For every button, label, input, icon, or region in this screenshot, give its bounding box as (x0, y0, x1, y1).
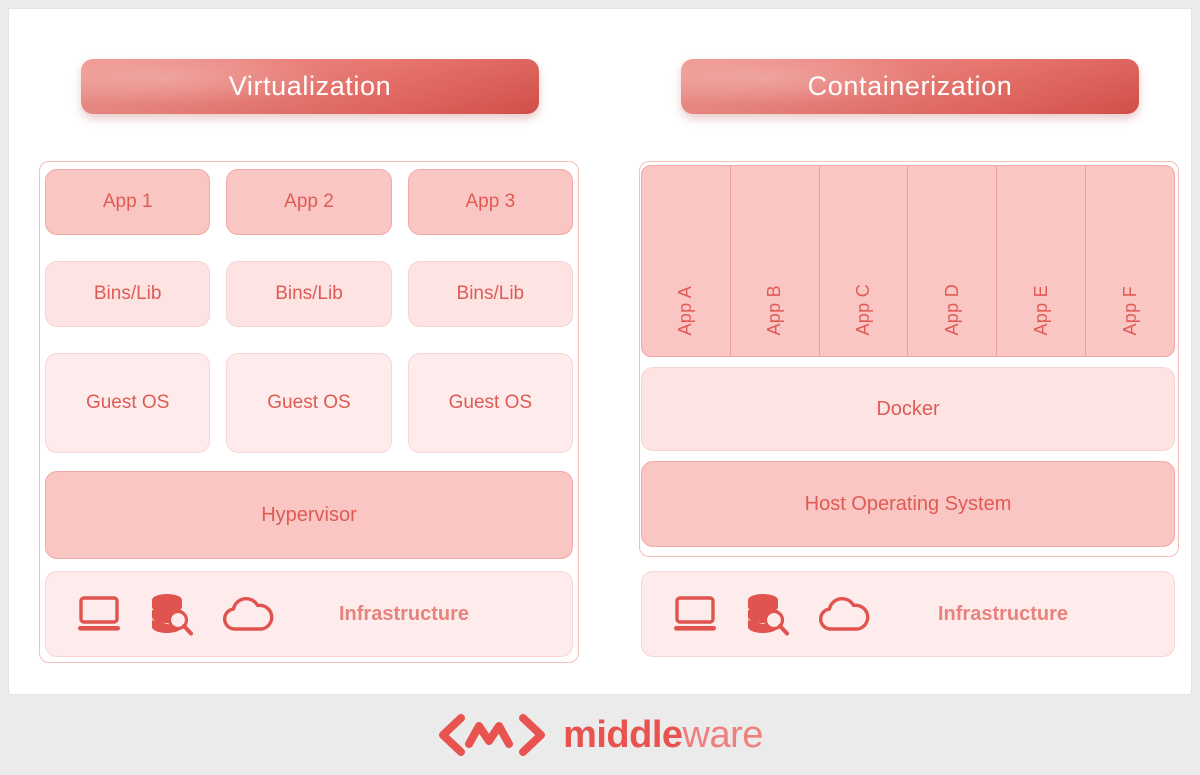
virtualization-header: Virtualization (81, 59, 539, 114)
cloud-icon (816, 594, 872, 634)
app-cell-label: App B (764, 285, 785, 336)
virtualization-header-label: Virtualization (228, 71, 392, 101)
virtualization-guestos-row: Guest OS Guest OS Guest OS (45, 353, 573, 453)
app-cell: App D (908, 166, 998, 356)
app-cell: App C (820, 166, 909, 356)
app-cell-label: App C (853, 284, 874, 336)
docker-box: Docker (641, 367, 1175, 451)
hypervisor-box: Hypervisor (45, 471, 573, 559)
virtualization-bins-row: Bins/Lib Bins/Lib Bins/Lib (45, 261, 573, 327)
containerization-header-label: Containerization (807, 71, 1013, 101)
guest-os-box: Guest OS (407, 353, 573, 453)
middleware-chevron-logo-icon (437, 713, 547, 757)
virtualization-infrastructure-box: Infrastructure (45, 571, 573, 657)
app-box: App 1 (45, 169, 211, 235)
app-cell: App B (731, 166, 820, 356)
app-cell: App F (1086, 166, 1174, 356)
bins-lib-box: Bins/Lib (226, 261, 392, 327)
laptop-icon (672, 594, 718, 634)
brand-light-part: ware (682, 714, 764, 756)
brand-bold-part: middle (563, 714, 683, 756)
infrastructure-label: Infrastructure (937, 602, 1069, 625)
bins-lib-box: Bins/Lib (45, 261, 211, 327)
guest-os-box: Guest OS (45, 353, 211, 453)
footer-brand: middleware (0, 695, 1200, 775)
host-operating-system-box: Host Operating System (641, 461, 1175, 547)
app-box: App 2 (226, 169, 392, 235)
app-cell: App E (997, 166, 1087, 356)
guest-os-box: Guest OS (226, 353, 392, 453)
app-cell-label: App A (675, 286, 696, 336)
infrastructure-icon-group (672, 592, 872, 636)
app-cell-label: App D (941, 284, 962, 336)
app-box: App 3 (407, 169, 573, 235)
infrastructure-icon-group (76, 592, 276, 636)
app-cell-label: App E (1030, 285, 1051, 336)
containerization-apps-strip: App A App B App C App D App E App F (641, 165, 1175, 357)
containerization-header: Containerization (681, 59, 1139, 114)
app-cell: App A (642, 166, 731, 356)
laptop-icon (76, 594, 122, 634)
infrastructure-label: Infrastructure (338, 602, 470, 625)
virtualization-apps-row: App 1 App 2 App 3 (45, 169, 573, 235)
cloud-icon (220, 594, 276, 634)
database-search-icon (744, 592, 790, 636)
diagram-card: Virtualization Containerization App 1 Ap… (8, 8, 1192, 695)
brand-wordmark: middleware (563, 716, 763, 754)
containerization-infrastructure-box: Infrastructure (641, 571, 1175, 657)
bins-lib-box: Bins/Lib (407, 261, 573, 327)
app-cell-label: App F (1119, 286, 1140, 336)
database-search-icon (148, 592, 194, 636)
